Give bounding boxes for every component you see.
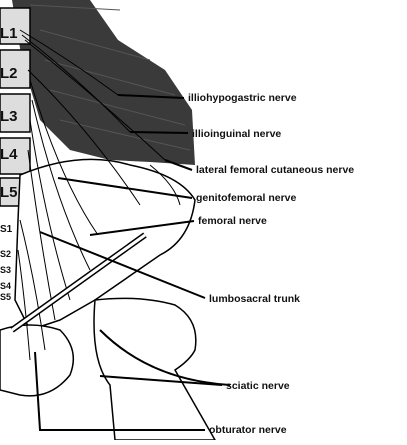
- sacral-label: S5: [0, 292, 11, 302]
- sacral-label: S2: [0, 249, 11, 259]
- label-sciatic-nerve: sciatic nerve: [226, 380, 290, 392]
- label-femoral-nerve: femoral nerve: [198, 215, 267, 227]
- label-illioinguinal-nerve: illioinguinal nerve: [192, 128, 281, 140]
- leader-lines: [34, 94, 223, 431]
- sacral-label: S1: [0, 224, 13, 235]
- femur: [0, 297, 217, 441]
- psoas-muscle: [12, 0, 195, 165]
- sacral-label: S3: [0, 265, 11, 275]
- vertebral-column: [0, 7, 31, 207]
- vertebra-label: L2: [0, 65, 18, 82]
- vertebra-label: L4: [0, 146, 18, 163]
- lumbosacral-trunk-line: [10, 232, 147, 333]
- label-obturator-nerve: obturator nerve: [209, 424, 287, 436]
- label-genitofemoral-nerve: genitofemoral nerve: [196, 192, 297, 204]
- nerve-labels: illiohypogastric nerve illioinguinal ner…: [188, 92, 354, 436]
- pelvic-bone: [14, 158, 196, 331]
- vertebra-label: L1: [0, 25, 18, 42]
- vertebra-label: L3: [0, 108, 18, 125]
- label-lumbosacral-trunk: lumbosacral trunk: [209, 293, 300, 305]
- sacral-labels: S1 S2 S3 S4 S5: [0, 224, 13, 302]
- vertebra-label: L5: [0, 184, 18, 201]
- label-illiohypogastric-nerve: illiohypogastric nerve: [188, 92, 297, 104]
- label-lateral-femoral-cutaneous-nerve: lateral femoral cutaneous nerve: [196, 164, 354, 176]
- vertebra-labels: L1 L2 L3 L4 L5: [0, 25, 18, 201]
- nerve-bundle: [17, 29, 231, 386]
- sacral-label: S4: [0, 281, 11, 291]
